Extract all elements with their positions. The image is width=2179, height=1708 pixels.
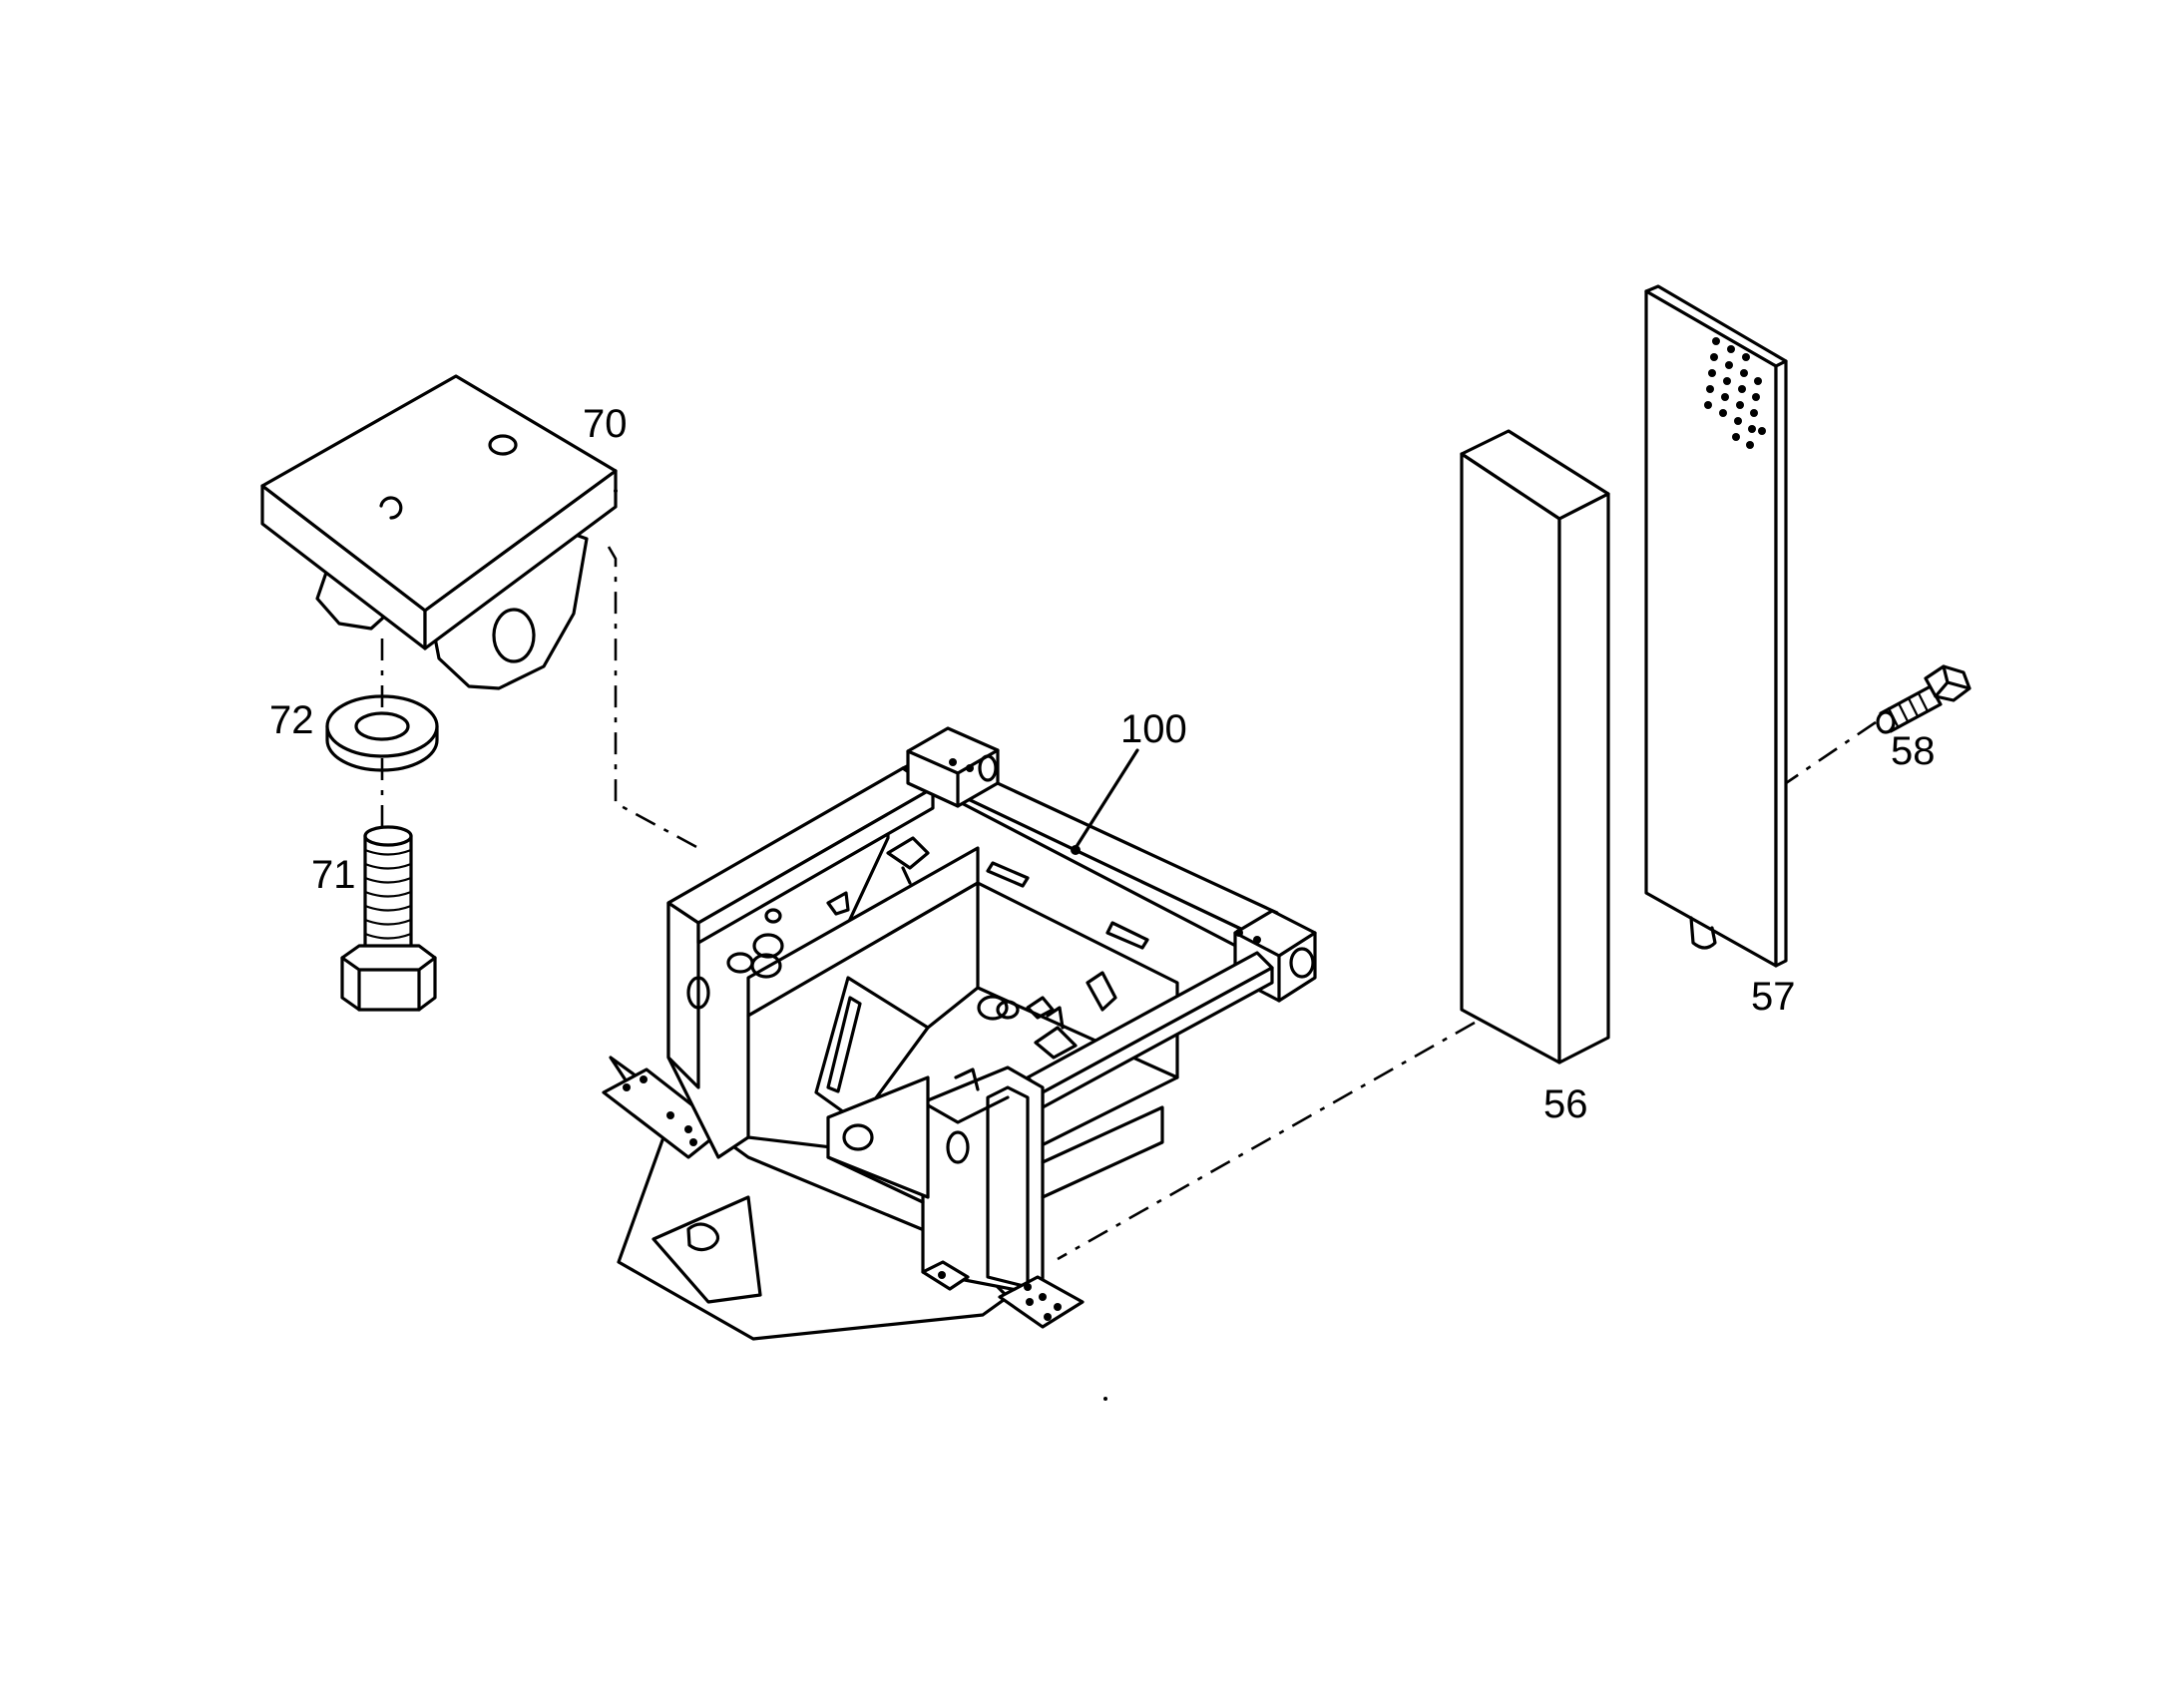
- part-70-caster-bracket: [260, 374, 618, 690]
- speck: [1103, 1397, 1107, 1401]
- part-56-spacer-block: [1460, 429, 1610, 1065]
- callout-70: 70: [583, 402, 628, 446]
- callout-100: 100: [1120, 707, 1187, 751]
- assembly-line-58-to-57: [1785, 720, 1877, 785]
- speck: [614, 489, 618, 493]
- part-71-bolt: [340, 825, 437, 1012]
- part-100-base-frame: [602, 726, 1317, 1341]
- leader-100: [1074, 748, 1139, 850]
- callout-58: 58: [1891, 729, 1936, 773]
- callout-57: 57: [1751, 975, 1796, 1019]
- part-58-screw: [1876, 664, 1971, 734]
- assembly-line-56-to-100: [1057, 1021, 1476, 1261]
- callout-72: 72: [269, 698, 314, 742]
- part-72-washer: [325, 694, 439, 772]
- callout-56: 56: [1543, 1082, 1588, 1126]
- hole-pattern: [1704, 337, 1766, 449]
- callout-71: 71: [311, 853, 356, 897]
- assembly-line-70-to-100: [607, 546, 699, 850]
- part-57-plate: [1644, 284, 1788, 968]
